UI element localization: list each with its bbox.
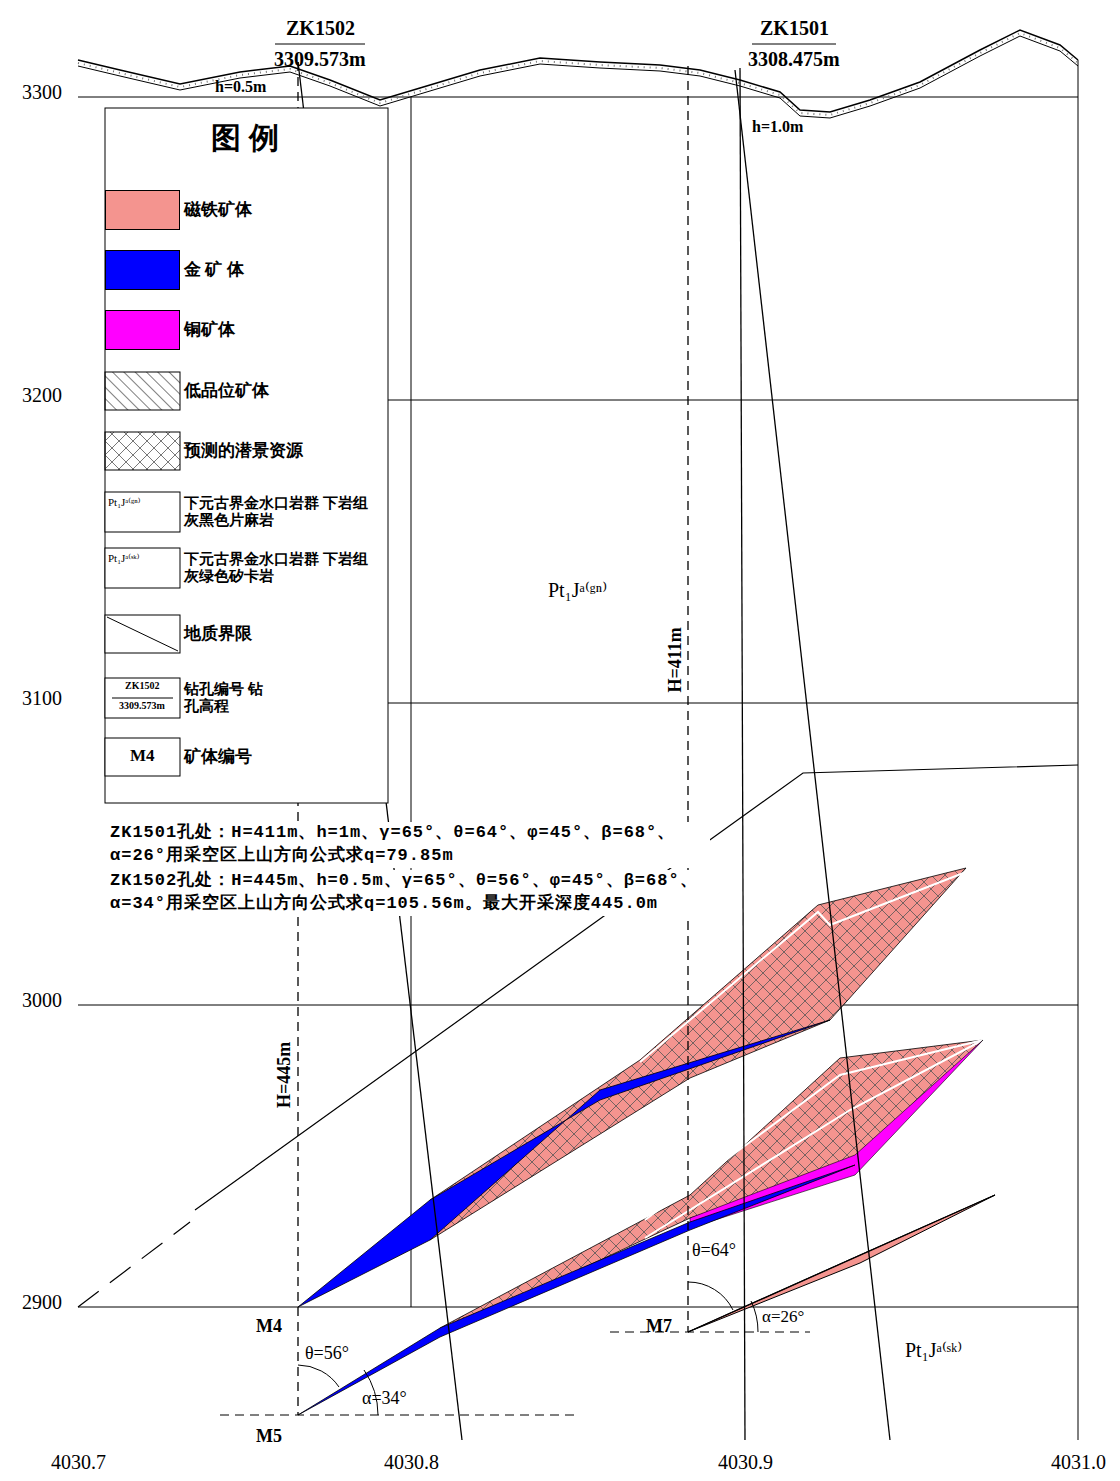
legend-text: 地质界限 [184,624,382,644]
drill-id: ZK1501 [760,16,829,40]
angle-label: θ=56° [305,1343,349,1365]
depth-label: H=411m [665,627,687,692]
orebody-id: M4 [130,746,155,766]
calculation-note: ZK1501孔处：H=411m、h=1m、γ=65°、θ=64°、φ=45°、β… [110,822,710,868]
legend-swatch [105,250,180,290]
legend-text: 铜矿体 [184,320,382,340]
coordinate-tick: 4030.9 [718,1450,773,1474]
drill-elevation: 3308.475m [748,47,840,71]
orebody-id: M5 [256,1426,282,1448]
angle-label: α=26° [762,1307,804,1327]
calculation-note: ZK1502孔处：H=445m、h=0.5m、γ=65°、θ=56°、φ=45°… [110,870,710,916]
legend-text: 低品位矿体 [184,381,382,401]
legend-title: 图 例 [211,120,279,156]
drill-elevation: 3309.573m [274,47,366,71]
depth-label: H=445m [274,1042,296,1108]
elevation-tick: 3000 [22,988,62,1012]
drill-id: ZK1502 [125,680,159,692]
orebody-id: M4 [256,1316,282,1338]
formation-code: Pt₁Jᵃ⁽ˢᵏ⁾ [905,1338,962,1362]
formation-code: Pt₁Jᵃ⁽ᵍⁿ⁾ [108,496,140,509]
elevation-tick: 3300 [22,80,62,104]
legend-swatch [105,310,180,350]
coordinate-tick: 4031.0 [1051,1450,1106,1474]
legend-text: 钻孔编号 钻孔高程 [184,681,264,716]
elevation-tick: 3100 [22,686,62,710]
legend-text: 下元古界金水口岩群 下岩组灰绿色矽卡岩 [184,551,382,586]
coordinate-tick: 4030.8 [384,1450,439,1474]
drill-id: ZK1502 [286,16,355,40]
elevation-tick: 3200 [22,383,62,407]
formation-code: Pt₁Jᵃ⁽ᵍⁿ⁾ [548,578,607,602]
drill-elevation: 3309.573m [119,700,165,712]
formation-code: Pt₁Jᵃ⁽ˢᵏ⁾ [108,552,140,565]
legend-text: 金 矿 体 [184,260,382,280]
legend-text: 预测的潜景资源 [184,441,382,461]
elevation-tick: 2900 [22,1290,62,1314]
legend-text: 下元古界金水口岩群 下岩组灰黑色片麻岩 [184,495,382,530]
overburden-thickness: h=1.0m [752,117,803,136]
legend-swatch [105,190,180,230]
coordinate-tick: 4030.7 [51,1450,106,1474]
legend-text: 磁铁矿体 [184,200,382,220]
angle-label: α=34° [362,1388,407,1410]
orebody-id: M7 [646,1316,672,1338]
angle-label: θ=64° [692,1240,736,1262]
legend-text: 矿体编号 [184,747,382,767]
overburden-thickness: h=0.5m [215,77,266,96]
